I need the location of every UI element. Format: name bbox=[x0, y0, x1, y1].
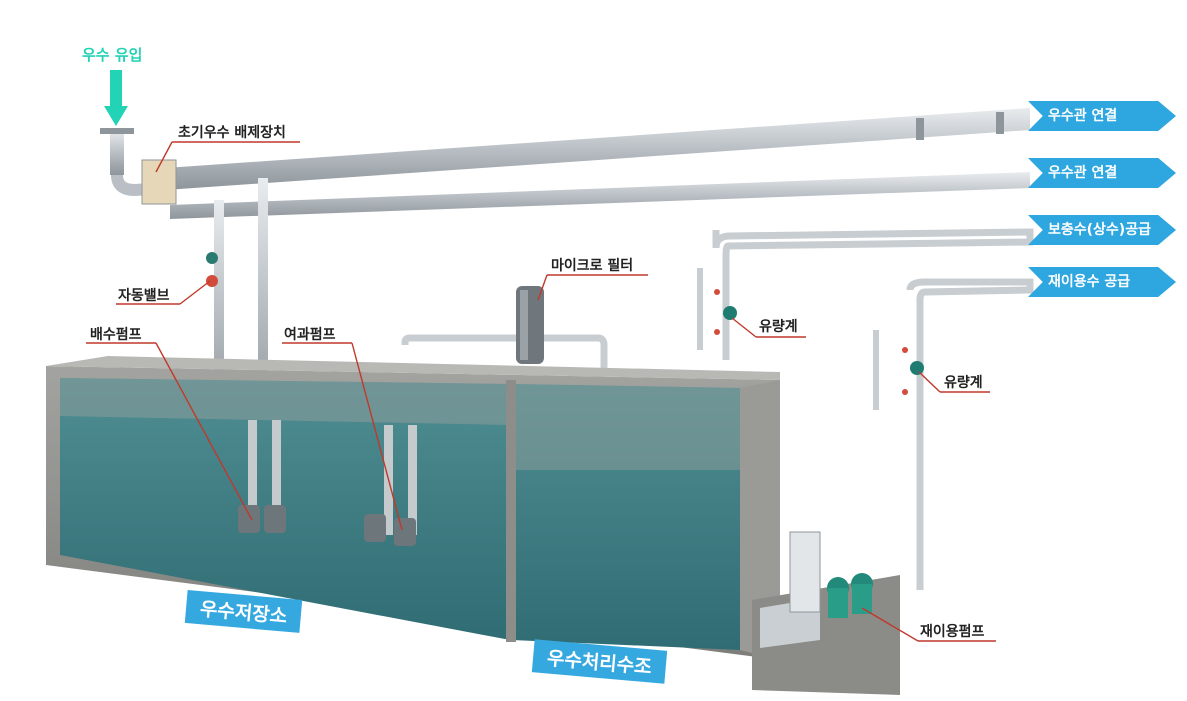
outlet-stormwater-1: 우수관 연결 bbox=[1028, 101, 1176, 131]
label-drain-pump: 배수펌프 bbox=[90, 327, 142, 343]
leader-lines bbox=[86, 141, 996, 642]
label-filter-pump: 여과펌프 bbox=[284, 327, 336, 343]
flowmeter-1-icon bbox=[714, 289, 737, 335]
reuse-pump-station bbox=[752, 531, 900, 695]
label-reuse-pump: 재이용펌프 bbox=[920, 624, 985, 640]
outlet-makeup-water: 보충수(상수)공급 bbox=[1028, 215, 1176, 245]
label-first-flush: 초기우수 배제장치 bbox=[178, 125, 286, 141]
outlet-stormwater-2: 우수관 연결 bbox=[1028, 158, 1176, 188]
label-micro-filter: 마이크로 필터 bbox=[551, 258, 634, 274]
label-auto-valve: 자동밸브 bbox=[118, 288, 170, 304]
drain-pumps bbox=[238, 420, 286, 533]
inflow-arrow-icon bbox=[104, 70, 128, 126]
label-flowmeter-1: 유량계 bbox=[759, 319, 798, 335]
label-flowmeter-2: 유량계 bbox=[944, 375, 983, 391]
top-pipes bbox=[100, 108, 1034, 590]
inflow-label: 우수 유입 bbox=[82, 46, 143, 64]
flowmeter-2-icon bbox=[902, 347, 924, 395]
micro-filter-unit bbox=[401, 286, 608, 368]
outlet-reuse-water: 재이용수 공급 bbox=[1028, 267, 1176, 297]
